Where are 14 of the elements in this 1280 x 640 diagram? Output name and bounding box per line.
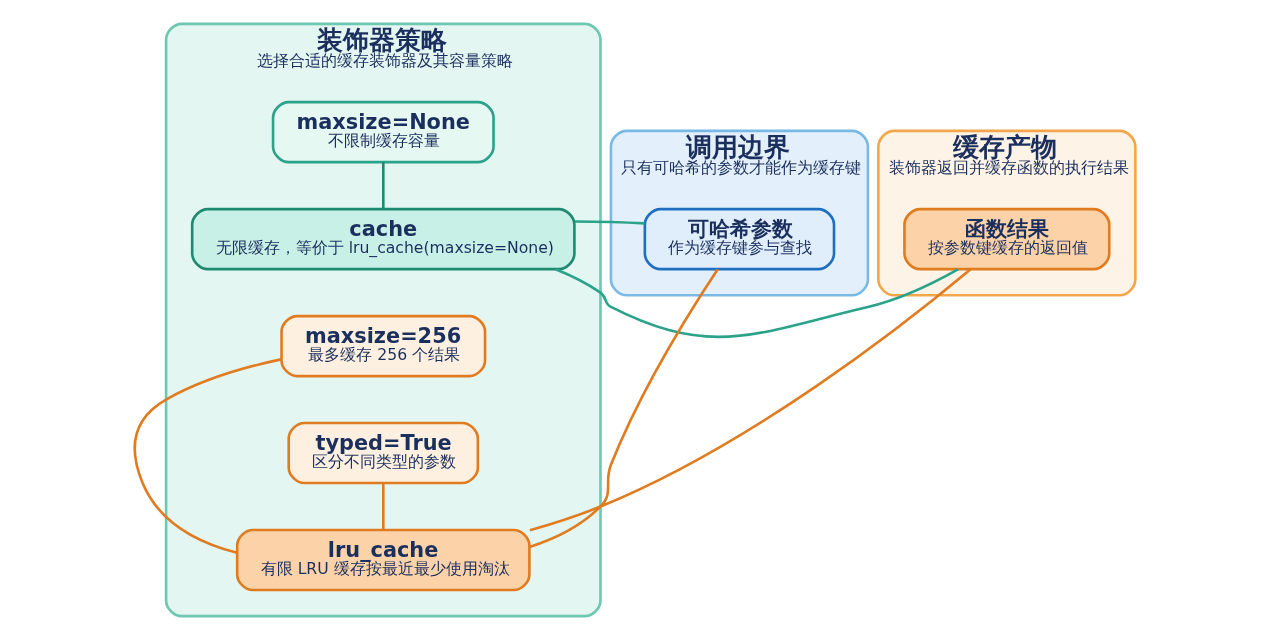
node-box: maxsize=None 不限制缓存容量 (271, 100, 495, 164)
node-box: cache 无限缓存，等价于 lru_cache(maxsize=None) (190, 207, 576, 271)
node-box: lru_cache 有限 LRU 缓存按最近最少使用淘汰 (235, 528, 531, 592)
connector (574, 220, 645, 225)
node-box: 可哈希参数 作为缓存键参与查找 (643, 207, 836, 271)
node-box: 函数结果 按参数键缓存的返回值 (903, 207, 1111, 271)
connector (382, 483, 385, 530)
connector (133, 358, 282, 555)
node-box: typed=True 区分不同类型的参数 (287, 421, 480, 485)
connector (529, 268, 972, 532)
node-box: maxsize=256 最多缓存 256 个结果 (280, 314, 487, 378)
connector (555, 268, 959, 339)
connector (529, 268, 719, 549)
connector (382, 162, 385, 210)
